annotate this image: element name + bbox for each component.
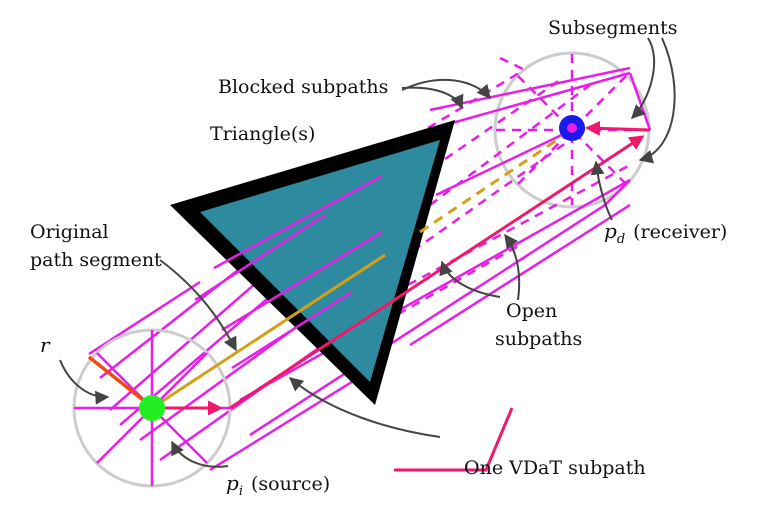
label-radius: r: [40, 333, 51, 357]
label-subsegments: Subsegments: [548, 17, 677, 39]
label-source: pi(source): [226, 471, 330, 499]
original-path-dashed: [419, 128, 573, 234]
receiver-highlight: [567, 123, 577, 133]
label-original-line2: path segment: [30, 249, 162, 271]
legend-vdat-swatch: [394, 407, 514, 472]
radius-line: [87, 355, 150, 406]
subpaths-over-triangle: [194, 174, 383, 370]
label-triangles: Triangle(s): [210, 123, 315, 145]
triangle-face: [200, 140, 440, 382]
open-subpaths: [88, 66, 652, 472]
source-point: [139, 395, 165, 421]
original-path-segment: [151, 253, 386, 410]
callout-arrows: [59, 37, 676, 468]
label-original-line1: Original: [30, 221, 109, 243]
label-open-line2: subpaths: [495, 328, 582, 350]
label-receiver: pd(receiver): [604, 219, 727, 247]
label-open-line1: Open: [506, 300, 557, 322]
label-legend-vdat: One VDaT subpath: [464, 457, 646, 479]
label-blocked-subpaths: Blocked subpaths: [218, 76, 388, 98]
